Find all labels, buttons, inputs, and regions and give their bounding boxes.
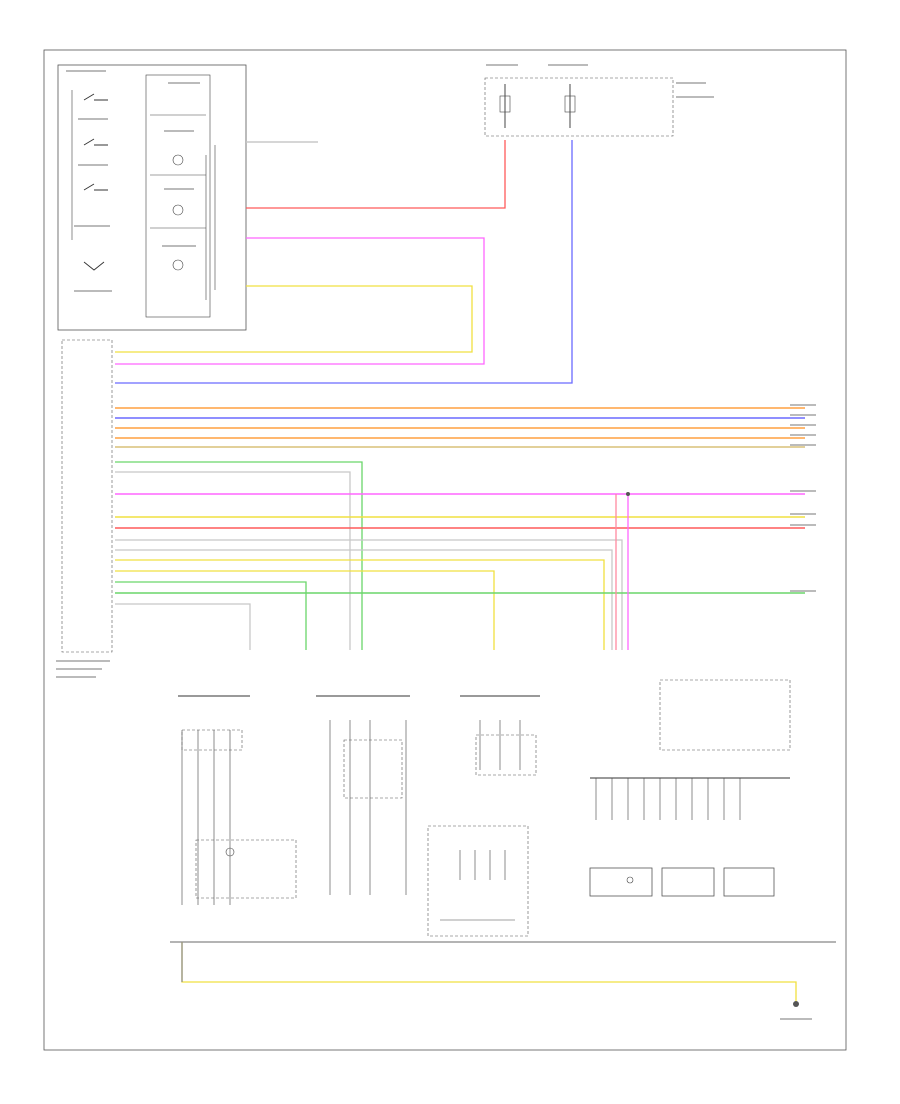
- wire-blue-fuse: [115, 140, 573, 384]
- control-module: [56, 339, 113, 678]
- diagram-frame: [43, 49, 847, 1051]
- ground-bus: [170, 941, 836, 1020]
- harness-bus: [115, 404, 816, 650]
- switch-assembly: [57, 64, 247, 331]
- switch-wires: [115, 140, 573, 384]
- wire-red-fuse: [246, 140, 506, 209]
- wire-magenta-loop: [115, 237, 485, 365]
- fuse-box: [484, 64, 714, 137]
- lower-components: [178, 679, 791, 937]
- wire-yellow-loop: [115, 285, 473, 353]
